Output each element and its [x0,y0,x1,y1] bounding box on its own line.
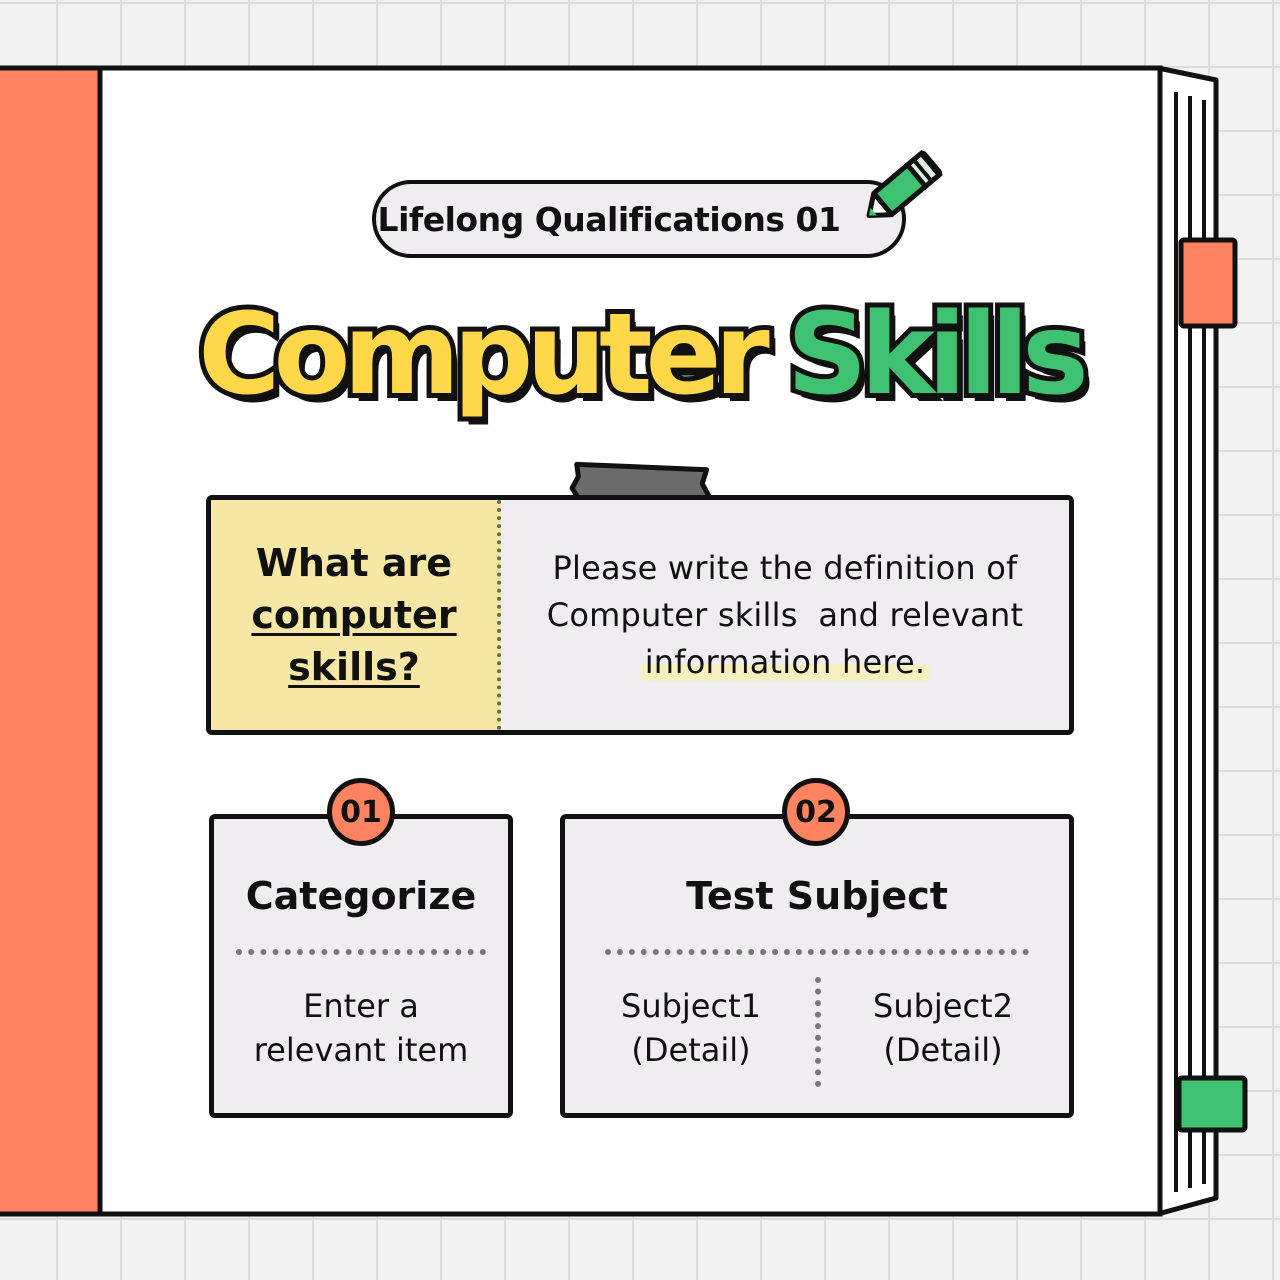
question-line-3: skills? [288,645,420,689]
qualification-label: Lifelong Qualifications 01 [377,199,841,239]
subject-1: Subject1 (Detail) [565,984,817,1072]
number-badge-02: 02 [782,778,850,846]
subject-detail: (Detail) [631,1031,751,1069]
card-body-line-1: Enter a [303,987,419,1025]
number-badge-01: 01 [327,778,395,846]
card-title: Categorize [245,874,477,918]
subject-name: Subject2 [873,987,1013,1025]
green-page-tab [1176,1075,1248,1133]
question-line-1: What are [255,541,453,585]
question-line-2: computer [251,593,457,637]
definition-text-panel: Please write the definition of Computer … [501,500,1069,730]
card-title: Test Subject [686,874,948,918]
dotted-divider [236,949,486,955]
card-body-line-2: relevant item [253,1031,469,1069]
card-body: Enter a relevant item [214,984,508,1072]
qualification-pill: Lifelong Qualifications 01 [372,180,906,258]
definition-text-line-3: information here. [640,642,930,681]
dotted-divider [605,949,1029,955]
page-title: Computer Skills [140,285,1140,425]
subject-detail: (Detail) [883,1031,1003,1069]
title-word-computer: Computer [193,285,774,425]
subject-2: Subject2 (Detail) [817,984,1069,1072]
vertical-dotted-divider [815,977,821,1087]
title-word-skills: Skills [782,285,1094,425]
definition-text-line-2: Computer skills and relevant [546,595,1024,634]
subject-name: Subject1 [621,987,761,1025]
definition-text-line-1: Please write the definition of [552,548,1018,587]
categorize-card: Categorize Enter a relevant item [209,814,513,1118]
pencil-icon [866,149,943,218]
definition-question-panel: What are computer skills? [211,500,501,730]
notebook-cover-spine [0,65,103,1217]
definition-card: What are computer skills? Please write t… [206,495,1074,735]
orange-page-tab [1178,237,1238,329]
test-subject-card: Test Subject Subject1 (Detail) Subject2 … [560,814,1074,1118]
